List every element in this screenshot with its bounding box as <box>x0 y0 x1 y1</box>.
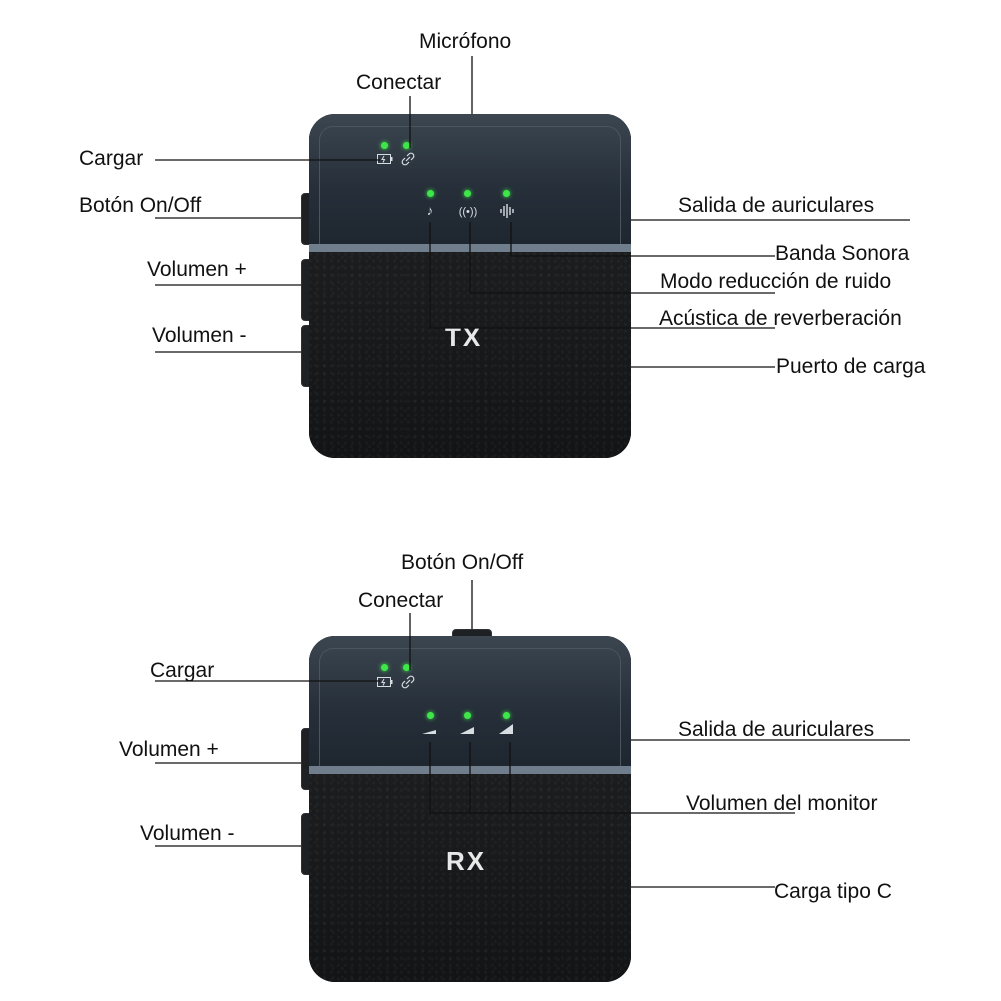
tx-label-noise-reduction: Modo reducción de ruido <box>660 270 892 293</box>
volume-level-icon <box>499 724 513 734</box>
link-icon <box>401 675 415 689</box>
music-note-icon: ♪ <box>426 203 434 218</box>
rx-device-label: RX <box>446 846 487 876</box>
tx-label-power-button: Botón On/Off <box>79 194 202 217</box>
rx-label-power-button: Botón On/Off <box>401 551 524 574</box>
rx-label-connect: Conectar <box>358 589 444 612</box>
tx-top-panel <box>309 114 631 244</box>
volume-level-icon <box>422 730 436 734</box>
tx-charge-led <box>381 142 388 149</box>
rx-label-volume-up: Volumen + <box>119 738 219 761</box>
tx-label-volume-up: Volumen + <box>147 258 247 281</box>
tx-label-reverb: Acústica de reverberación <box>659 307 902 330</box>
tx-noise-led <box>464 190 471 197</box>
tx-label-connect: Conectar <box>356 71 442 94</box>
tx-label-charge: Cargar <box>79 147 144 170</box>
tx-body <box>309 252 631 458</box>
rx-accent-stripe <box>309 766 631 774</box>
tx-label-microphone: Micrófono <box>419 30 512 53</box>
tx-soundwave-led <box>503 190 510 197</box>
rx-label-volume-down: Volumen - <box>140 822 235 845</box>
tx-label-volume-down: Volumen - <box>152 324 247 347</box>
tx-music-led <box>427 190 434 197</box>
rx-top-panel <box>309 636 631 766</box>
rx-connect-led <box>403 664 410 671</box>
battery-charging-icon <box>377 154 393 164</box>
rx-label-charge-type-c: Carga tipo C <box>774 880 892 903</box>
rx-label-monitor-volume: Volumen del monitor <box>686 792 878 815</box>
rx-monitor-led-3 <box>503 712 510 719</box>
tx-device-label: TX <box>445 322 483 352</box>
rx-label-charge: Cargar <box>150 659 215 682</box>
noise-reduction-icon: ((•)) <box>458 206 478 218</box>
rx-device: RX <box>309 636 631 982</box>
tx-accent-stripe <box>309 244 631 252</box>
rx-monitor-led-2 <box>464 712 471 719</box>
volume-level-icon <box>460 727 474 734</box>
tx-label-charge-port: Puerto de carga <box>776 355 926 378</box>
tx-device: ♪ ((•)) TX <box>309 114 631 458</box>
rx-label-headphone-out: Salida de auriculares <box>678 718 875 741</box>
rx-monitor-led-1 <box>427 712 434 719</box>
soundwave-icon <box>500 204 514 218</box>
battery-charging-icon <box>377 677 393 687</box>
tx-label-headphone-out: Salida de auriculares <box>678 194 875 217</box>
tx-connect-led <box>403 142 410 149</box>
tx-label-soundtrack: Banda Sonora <box>775 242 910 265</box>
link-icon <box>401 152 415 166</box>
rx-charge-led <box>381 664 388 671</box>
rx-body <box>309 774 631 982</box>
